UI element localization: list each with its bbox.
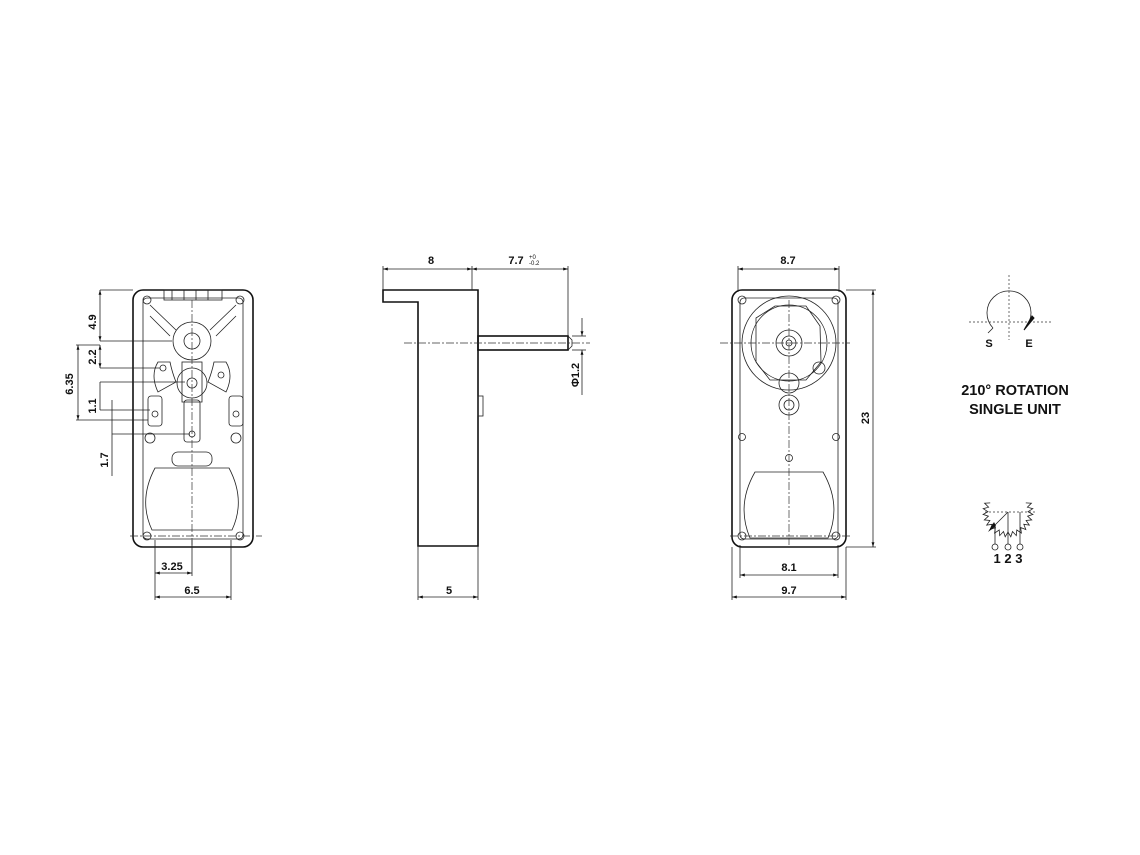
side-view: 8 7.7 +0 -0.2 Φ1.2 5 [382,255,590,600]
potentiometer-schematic: 1 2 3 [982,502,1035,566]
label-s: S [985,338,992,350]
dim-2-2: 2.2 [87,349,99,364]
dim-tolerance-lower: -0.2 [529,261,540,267]
dim-tolerance-upper: +0 [529,255,537,261]
back-view: 8.7 23 8.1 9.7 [720,255,876,600]
rotation-title: 210° ROTATION [961,383,1069,399]
dim-9-7: 9.7 [781,585,796,597]
rotation-symbol: S E 210° ROTATION SINGLE UNIT [961,275,1069,418]
dim-23: 23 [860,412,872,424]
dim-8: 8 [428,255,434,267]
dim-phi-1-2: Φ1.2 [570,363,582,387]
dim-4-9: 4.9 [87,314,99,329]
pin-labels: 1 2 3 [994,551,1023,566]
rotation-subtitle: SINGLE UNIT [969,402,1061,418]
dim-1-1: 1.1 [87,398,99,413]
dim-8-7: 8.7 [780,255,795,267]
dim-7-7: 7.7 [508,255,523,267]
front-view: 4.9 2.2 6.35 1.1 1.7 3.25 6.5 [64,289,262,600]
dim-8-1: 8.1 [781,562,796,574]
label-e: E [1025,338,1032,350]
dim-1-7: 1.7 [99,452,111,467]
dim-3-25: 3.25 [161,561,182,573]
dim-6-35: 6.35 [64,373,76,394]
dim-6-5: 6.5 [184,585,199,597]
dim-5: 5 [446,585,452,597]
